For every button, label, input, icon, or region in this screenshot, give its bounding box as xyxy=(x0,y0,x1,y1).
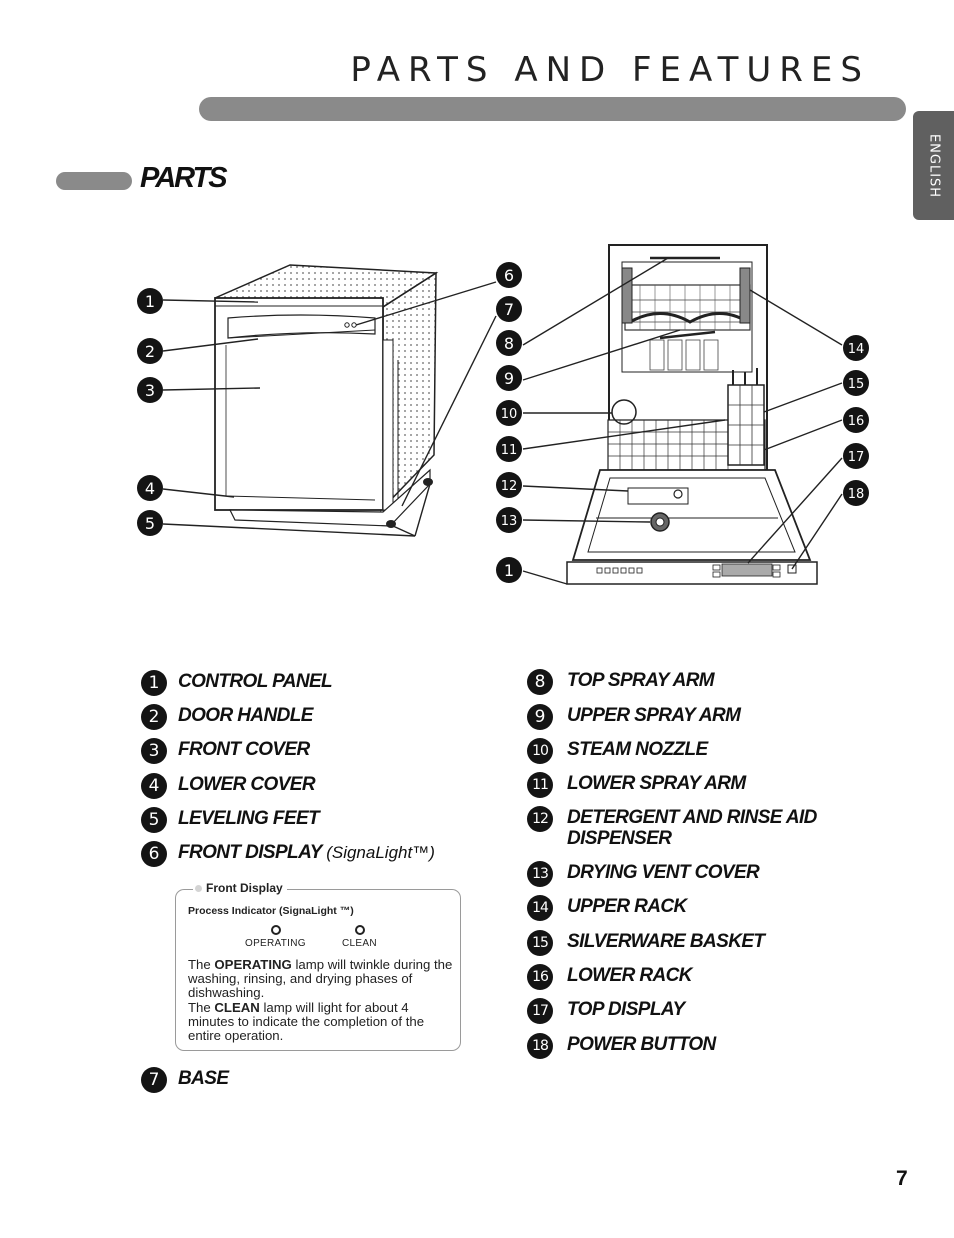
callout-1-front: 1 xyxy=(137,288,163,314)
part-number: 12 xyxy=(527,806,553,832)
svg-text:3: 3 xyxy=(145,381,155,400)
part-label: LOWER COVER xyxy=(178,774,316,795)
part-number: 8 xyxy=(527,669,553,695)
svg-text:17: 17 xyxy=(848,450,865,465)
part-number: 14 xyxy=(527,895,553,921)
callout-5: 5 xyxy=(137,510,163,536)
part-number: 1 xyxy=(141,670,167,696)
callout-2: 2 xyxy=(137,338,163,364)
section-title: PARTS xyxy=(140,162,228,194)
part-label: STEAM NOZZLE xyxy=(567,739,708,760)
closed-dishwasher-drawing xyxy=(214,264,439,528)
callout-14: 14 xyxy=(843,335,869,361)
callout-11: 11 xyxy=(496,436,522,462)
callout-18: 18 xyxy=(843,480,869,506)
svg-text:18: 18 xyxy=(848,487,865,502)
dishwasher-illustration: 1 2 3 4 5 6 7 8 9 10 11 12 13 1 14 15 16… xyxy=(137,244,869,585)
svg-text:13: 13 xyxy=(501,514,518,529)
process-indicator-subtitle: Process Indicator (SignaLight ™) xyxy=(188,905,354,917)
part-label: UPPER RACK xyxy=(567,896,687,917)
part-sublabel: (SignaLight™) xyxy=(326,843,435,862)
svg-text:9: 9 xyxy=(504,369,514,388)
title-bar xyxy=(199,97,906,121)
part-number: 9 xyxy=(527,704,553,730)
callout-3: 3 xyxy=(137,377,163,403)
clean-lamp-label: CLEAN xyxy=(342,938,377,949)
svg-text:11: 11 xyxy=(501,443,518,458)
part-label: FRONT COVER xyxy=(178,739,310,760)
page-number: 7 xyxy=(896,1167,908,1190)
part-number: 18 xyxy=(527,1033,553,1059)
part-label: DETERGENT AND RINSE AID xyxy=(567,807,817,828)
part-label: BASE xyxy=(178,1068,229,1089)
part-label: DOOR HANDLE xyxy=(178,705,313,726)
part-label: UPPER SPRAY ARM xyxy=(567,705,741,726)
part-number: 6 xyxy=(141,841,167,867)
part-label: CONTROL PANEL xyxy=(178,671,333,692)
callout-10: 10 xyxy=(496,400,522,426)
part-label: FRONT DISPLAY xyxy=(178,842,322,863)
part-label: DRYING VENT COVER xyxy=(567,862,760,883)
svg-text:5: 5 xyxy=(145,514,155,533)
part-number: 10 xyxy=(527,738,553,764)
svg-text:8: 8 xyxy=(504,334,514,353)
svg-text:15: 15 xyxy=(848,377,865,392)
part-label: LEVELING FEET xyxy=(178,808,320,829)
part-label: TOP SPRAY ARM xyxy=(567,670,715,691)
callouts: 1 2 3 4 5 6 7 8 9 10 11 12 13 1 14 15 16… xyxy=(137,262,869,583)
signal-icon xyxy=(195,885,202,892)
open-dishwasher-drawing xyxy=(566,244,818,585)
callout-13: 13 xyxy=(496,507,522,533)
callout-12: 12 xyxy=(496,472,522,498)
page-title: PARTS AND FEATURES xyxy=(350,50,870,90)
part-number: 2 xyxy=(141,704,167,730)
front-display-box xyxy=(175,889,461,1051)
operating-lamp-label: OPERATING xyxy=(245,938,306,949)
svg-text:2: 2 xyxy=(145,342,155,361)
callout-8: 8 xyxy=(496,330,522,356)
operating-lamp-icon xyxy=(271,925,281,935)
callout-7: 7 xyxy=(496,296,522,322)
svg-text:7: 7 xyxy=(504,300,514,319)
clean-lamp-icon xyxy=(355,925,365,935)
callout-4: 4 xyxy=(137,475,163,501)
part-number: 7 xyxy=(141,1067,167,1093)
part-label: POWER BUTTON xyxy=(567,1034,716,1055)
front-display-title: Front Display xyxy=(206,881,283,895)
leader-lines xyxy=(162,257,843,585)
part-number: 3 xyxy=(141,738,167,764)
part-number: 11 xyxy=(527,772,553,798)
operating-description: The OPERATING lamp will twinkle during t… xyxy=(188,957,453,1001)
part-number: 15 xyxy=(527,930,553,956)
svg-text:10: 10 xyxy=(501,407,518,422)
part-number: 13 xyxy=(527,861,553,887)
callout-16: 16 xyxy=(843,407,869,433)
part-label: SILVERWARE BASKET xyxy=(567,931,765,952)
svg-text:16: 16 xyxy=(848,414,865,429)
section-marker xyxy=(56,172,132,190)
svg-text:14: 14 xyxy=(848,342,865,357)
clean-description: The CLEAN lamp will light for about 4 mi… xyxy=(188,999,425,1044)
part-number: 17 xyxy=(527,998,553,1024)
language-tab[interactable]: ENGLISH xyxy=(913,111,954,220)
part-number: 4 xyxy=(141,773,167,799)
part-label: LOWER RACK xyxy=(567,965,692,986)
callout-9: 9 xyxy=(496,365,522,391)
callout-15: 15 xyxy=(843,370,869,396)
svg-text:6: 6 xyxy=(504,266,514,285)
part-label-line2: DISPENSER xyxy=(567,828,672,849)
svg-text:4: 4 xyxy=(145,479,155,498)
part-number: 5 xyxy=(141,807,167,833)
part-label: TOP DISPLAY xyxy=(567,999,685,1020)
part-number: 16 xyxy=(527,964,553,990)
callout-1-open: 1 xyxy=(496,557,522,583)
svg-text:1: 1 xyxy=(145,292,155,311)
svg-text:1: 1 xyxy=(504,561,514,580)
callout-6: 6 xyxy=(496,262,522,288)
part-label: LOWER SPRAY ARM xyxy=(567,773,746,794)
callout-17: 17 xyxy=(843,443,869,469)
front-display-description: The OPERATING lamp will twinkle during t… xyxy=(188,957,456,1044)
svg-text:12: 12 xyxy=(501,479,518,494)
